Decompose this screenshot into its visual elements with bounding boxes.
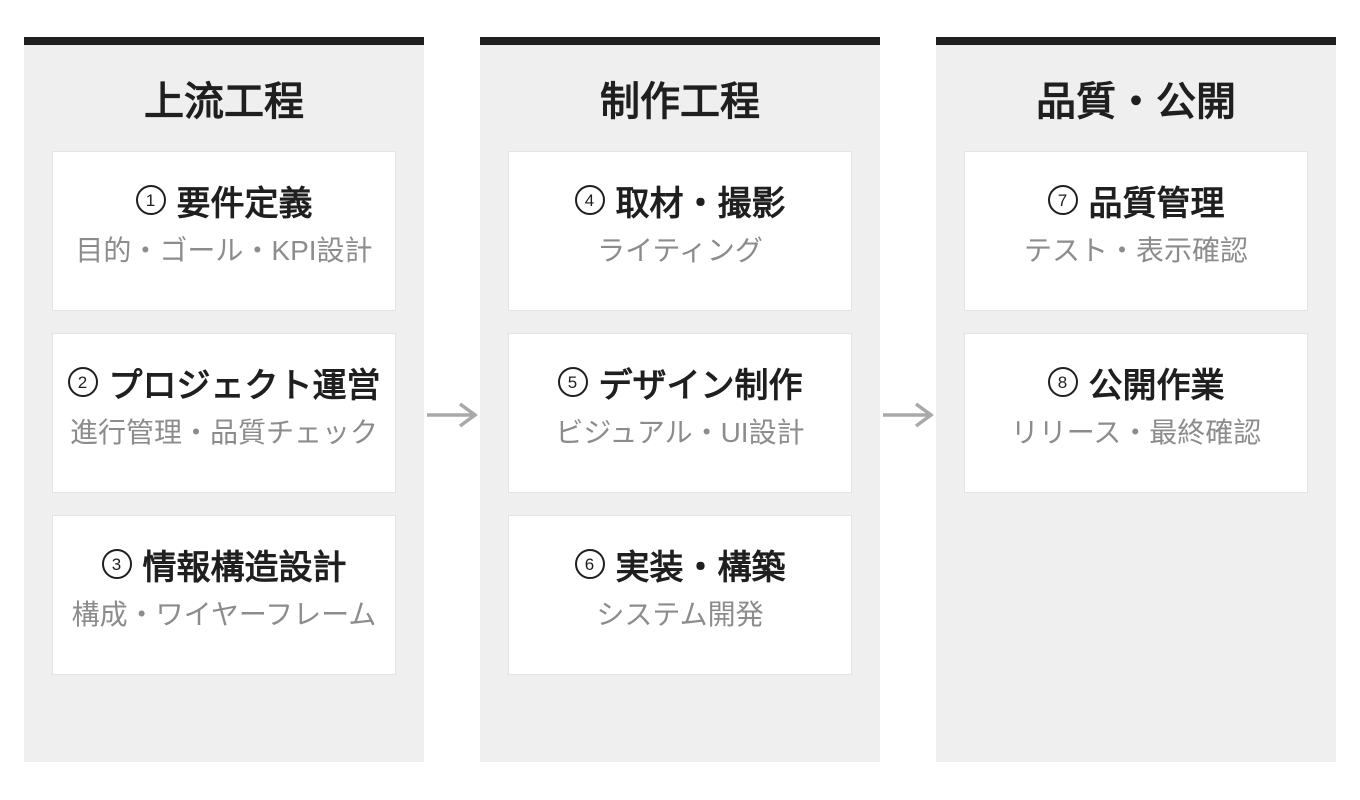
step-number-badge: 4	[574, 185, 605, 215]
step-card-5: 5 デザイン制作 ビジュアル・UI設計	[508, 333, 852, 493]
step-title-row: 3 情報構造設計	[53, 542, 395, 587]
step-subtitle: 進行管理・品質チェック	[69, 417, 378, 448]
step-title-row: 4 取材・撮影	[509, 178, 851, 223]
step-title-row: 6 実装・構築	[509, 542, 851, 587]
column-header: 上流工程	[144, 80, 304, 124]
column-body: 品質・公開 7 品質管理 テスト・表示確認 8 公開作業 リリース・最終確認	[936, 45, 1336, 762]
step-number-badge: 8	[1047, 367, 1078, 397]
column-top-bar	[480, 37, 880, 45]
step-title: 実装・構築	[615, 548, 786, 587]
step-number-badge: 6	[574, 549, 605, 579]
step-title: プロジェクト運営	[108, 366, 381, 405]
step-title: デザイン制作	[598, 366, 803, 405]
step-subtitle: テスト・表示確認	[1023, 235, 1248, 266]
column-header: 品質・公開	[1036, 80, 1236, 124]
step-number-badge: 5	[557, 367, 588, 397]
column-body: 上流工程 1 要件定義 目的・ゴール・KPI設計 2 プロジェクト運営 進行管理…	[24, 45, 424, 762]
column-body: 制作工程 4 取材・撮影 ライティング 5 デザイン制作 ビジュアル・UI設計	[480, 45, 880, 762]
step-subtitle: リリース・最終確認	[1010, 417, 1262, 448]
step-title-row: 2 プロジェクト運営	[53, 360, 395, 405]
step-subtitle: システム開発	[596, 599, 764, 630]
workflow-diagram: 上流工程 1 要件定義 目的・ゴール・KPI設計 2 プロジェクト運営 進行管理…	[24, 37, 1336, 762]
step-title-row: 1 要件定義	[53, 178, 395, 223]
step-subtitle: ビジュアル・UI設計	[555, 417, 805, 448]
step-title: 取材・撮影	[615, 184, 786, 223]
step-title: 品質管理	[1088, 184, 1225, 223]
flow-arrow-icon	[883, 402, 934, 428]
step-title-row: 5 デザイン制作	[509, 360, 851, 405]
column-top-bar	[24, 37, 424, 45]
column-top-bar	[936, 37, 1336, 45]
step-title: 情報構造設計	[142, 548, 347, 587]
step-title: 公開作業	[1088, 366, 1225, 405]
step-subtitle: 構成・ワイヤーフレーム	[71, 599, 377, 630]
step-card-6: 6 実装・構築 システム開発	[508, 515, 852, 675]
step-card-8: 8 公開作業 リリース・最終確認	[964, 333, 1308, 493]
column-production: 制作工程 4 取材・撮影 ライティング 5 デザイン制作 ビジュアル・UI設計	[480, 37, 880, 762]
column-header: 制作工程	[600, 80, 760, 124]
step-title-row: 7 品質管理	[965, 178, 1307, 223]
flow-arrow-icon	[427, 402, 478, 428]
step-number-badge: 1	[135, 185, 166, 215]
step-card-3: 3 情報構造設計 構成・ワイヤーフレーム	[52, 515, 396, 675]
step-card-1: 1 要件定義 目的・ゴール・KPI設計	[52, 151, 396, 311]
column-quality-release: 品質・公開 7 品質管理 テスト・表示確認 8 公開作業 リリース・最終確認	[936, 37, 1336, 762]
step-subtitle: ライティング	[597, 235, 763, 266]
step-title: 要件定義	[176, 184, 313, 223]
step-card-2: 2 プロジェクト運営 進行管理・品質チェック	[52, 333, 396, 493]
step-title-row: 8 公開作業	[965, 360, 1307, 405]
column-upstream: 上流工程 1 要件定義 目的・ゴール・KPI設計 2 プロジェクト運営 進行管理…	[24, 37, 424, 762]
step-number-badge: 2	[67, 367, 98, 397]
flow-arrow-gap	[880, 37, 936, 762]
step-number-badge: 7	[1047, 185, 1078, 215]
step-card-4: 4 取材・撮影 ライティング	[508, 151, 852, 311]
step-subtitle: 目的・ゴール・KPI設計	[75, 235, 373, 266]
flow-arrow-gap	[424, 37, 480, 762]
step-number-badge: 3	[101, 549, 132, 579]
step-card-7: 7 品質管理 テスト・表示確認	[964, 151, 1308, 311]
